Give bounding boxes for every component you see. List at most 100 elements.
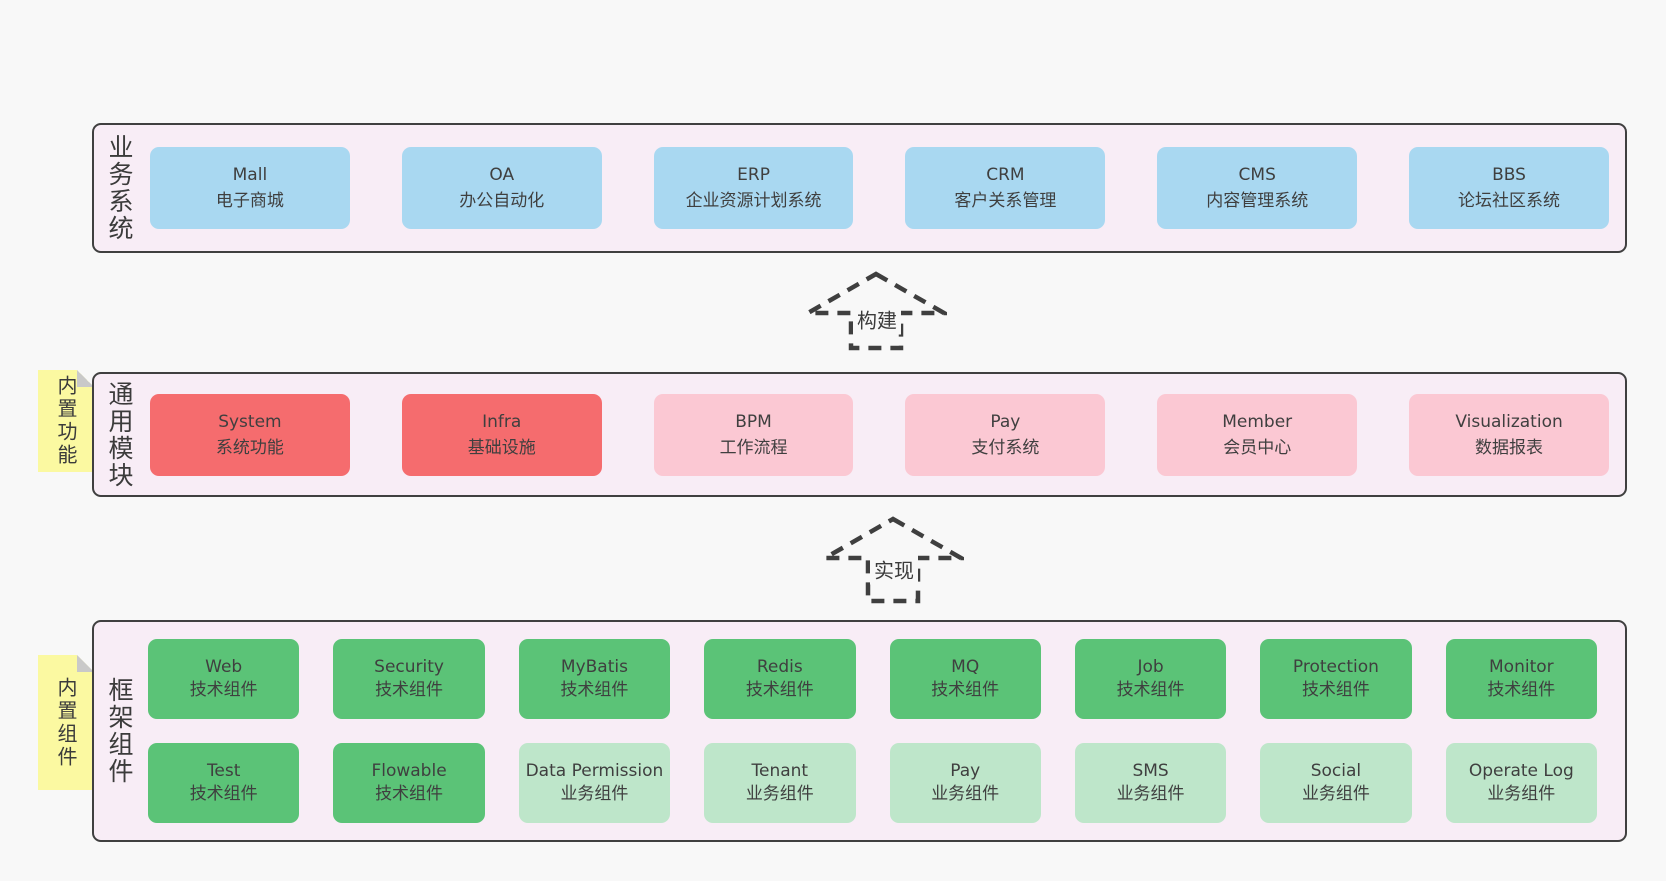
note-built-in-components: 内置组件 [38,655,94,790]
build-arrow: 构建 [805,271,947,351]
box-title: OA [489,165,515,185]
box-cms: CMS 内容管理系统 [1157,147,1358,229]
box-bbs: BBS 论坛社区系统 [1409,147,1609,229]
box-test: Test 技术组件 [148,743,300,823]
up-arrow-icon [805,271,947,351]
box-title: Test [206,761,241,781]
box-subtitle: 技术组件 [1116,680,1185,700]
box-job: Job 技术组件 [1074,639,1227,719]
box-subtitle: 业务组件 [1301,784,1370,804]
box-subtitle: 业务组件 [1116,784,1185,804]
box-oa: OA 办公自动化 [401,147,602,229]
box-subtitle: 业务组件 [1487,784,1556,804]
box-subtitle: 业务组件 [931,784,1000,804]
box-subtitle: 客户关系管理 [954,191,1057,211]
box-subtitle: 会员中心 [1223,437,1292,458]
box-title: Infra [482,411,522,432]
note-text: 内置功能 [54,375,78,467]
box-title: Member [1222,411,1293,432]
box-redis: Redis 技术组件 [704,639,856,719]
box-subtitle: 基础设施 [467,437,536,458]
implement-arrow-label: 实现 [870,553,918,585]
box-monitor: Monitor 技术组件 [1445,639,1597,719]
box-title: Pay [950,761,981,781]
box-subtitle: 技术组件 [745,680,814,700]
box-bpm: BPM 工作流程 [653,393,854,476]
box-subtitle: 技术组件 [375,680,444,700]
box-subtitle: 技术组件 [375,784,444,804]
box-sms: SMS 业务组件 [1074,743,1227,823]
layer-framework-components: 框架组件 Web 技术组件 Security 技术组件 MyBatis 技术组件… [92,620,1627,842]
layer-framework-components-label: 框架组件 [105,677,134,785]
box-member: Member 会员中心 [1157,393,1358,476]
box-operate-log: Operate Log 业务组件 [1445,743,1597,823]
implement-arrow: 实现 [822,516,964,604]
box-title: Pay [990,411,1021,432]
layer-common-modules: 通用模块 System 系统功能 Infra 基础设施 BPM 工作流程 Pay… [92,372,1627,497]
box-title: CRM [986,165,1025,185]
box-erp: ERP 企业资源计划系统 [653,147,854,229]
box-pay: Pay 支付系统 [905,393,1106,476]
box-title: MQ [951,657,980,677]
note-built-in-functions: 内置功能 [38,370,94,472]
box-subtitle: 技术组件 [1301,680,1370,700]
box-social: Social 业务组件 [1260,743,1412,823]
layer-common-modules-label: 通用模块 [105,380,134,489]
box-title: Job [1137,657,1164,677]
box-title: CMS [1238,165,1276,185]
box-title: Operate Log [1468,761,1574,781]
box-system: System 系统功能 [150,393,350,476]
build-arrow-label: 构建 [853,303,901,335]
box-title: Redis [756,657,803,677]
box-mall: Mall 电子商城 [150,147,350,229]
component-boxes-grid: Web 技术组件 Security 技术组件 MyBatis 技术组件 Redi… [148,639,1597,823]
box-title: Web [205,657,243,677]
box-infra: Infra 基础设施 [401,393,602,476]
business-boxes-row: Mall 电子商城 OA 办公自动化 ERP 企业资源计划系统 CRM 客户关系… [150,147,1609,229]
layer-business-systems-label: 业务系统 [105,134,134,242]
box-flowable: Flowable 技术组件 [333,743,485,823]
box-title: MyBatis [560,657,628,677]
box-title: Mall [232,165,268,185]
box-subtitle: 技术组件 [189,680,258,700]
box-title: System [218,411,282,432]
box-subtitle: 支付系统 [971,437,1040,458]
box-title: ERP [737,165,770,185]
box-pay-biz: Pay 业务组件 [889,743,1041,823]
box-title: Visualization [1455,411,1563,432]
box-subtitle: 办公自动化 [459,191,545,211]
box-visualization: Visualization 数据报表 [1409,393,1609,476]
note-text: 内置组件 [54,676,78,769]
box-title: Protection [1292,657,1379,677]
box-protection: Protection 技术组件 [1260,639,1412,719]
up-arrow-icon [822,516,964,604]
box-title: Monitor [1489,657,1554,677]
box-subtitle: 工作流程 [719,437,788,458]
box-crm: CRM 客户关系管理 [905,147,1106,229]
box-subtitle: 论坛社区系统 [1458,191,1561,211]
box-title: SMS [1132,761,1169,781]
box-web: Web 技术组件 [148,639,300,719]
box-mq: MQ 技术组件 [889,639,1041,719]
box-subtitle: 业务组件 [745,784,814,804]
box-subtitle: 技术组件 [560,680,629,700]
box-title: BBS [1492,165,1526,185]
box-subtitle: 系统功能 [215,437,284,458]
box-data-permission: Data Permission 业务组件 [518,743,671,823]
box-subtitle: 企业资源计划系统 [685,191,822,211]
box-title: Social [1310,761,1362,781]
layer-business-systems: 业务系统 Mall 电子商城 OA 办公自动化 ERP 企业资源计划系统 CRM… [92,123,1627,253]
box-subtitle: 业务组件 [560,784,629,804]
box-title: Flowable [371,761,447,781]
box-mybatis: MyBatis 技术组件 [518,639,671,719]
box-title: BPM [735,411,772,432]
box-subtitle: 技术组件 [1487,680,1556,700]
box-subtitle: 技术组件 [189,784,258,804]
box-subtitle: 电子商城 [215,191,284,211]
box-title: Tenant [751,761,809,781]
box-title: Security [374,657,444,677]
box-subtitle: 技术组件 [931,680,1000,700]
module-boxes-row: System 系统功能 Infra 基础设施 BPM 工作流程 Pay 支付系统… [150,393,1609,476]
box-tenant: Tenant 业务组件 [704,743,856,823]
box-security: Security 技术组件 [333,639,485,719]
